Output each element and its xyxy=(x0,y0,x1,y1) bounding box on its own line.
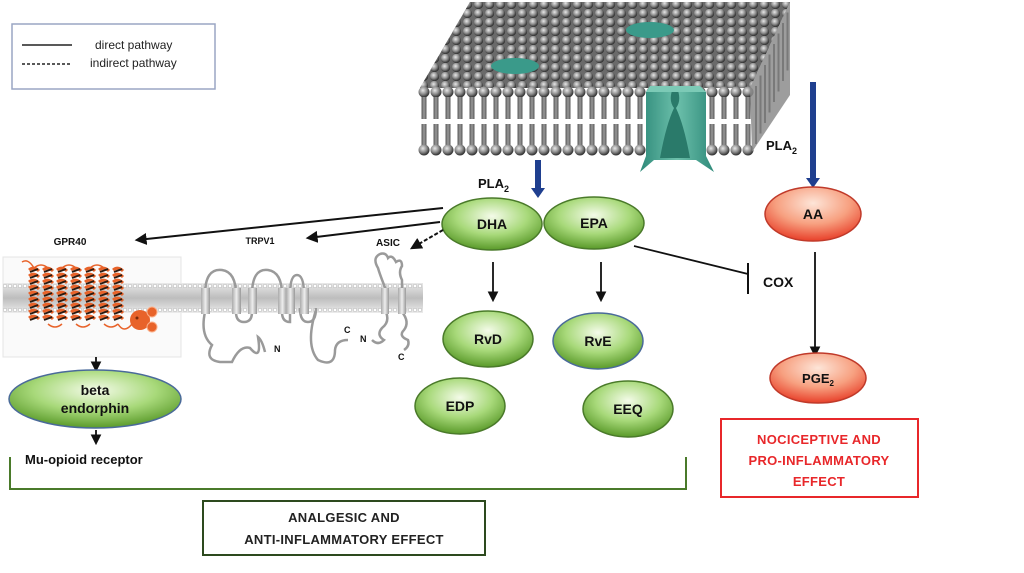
analgesic-bracket xyxy=(9,457,687,490)
aa-label: AA xyxy=(803,206,823,222)
rvd-label: RvD xyxy=(474,331,502,347)
rve-label: RvE xyxy=(584,333,611,349)
trpv1-n-terminal: N xyxy=(274,344,281,354)
gpr40-receptor-icon xyxy=(21,260,133,330)
ion-channel-icon xyxy=(640,86,714,172)
node-eeq: EEQ xyxy=(582,380,674,438)
mu-opioid-receptor-label: Mu-opioid receptor xyxy=(25,452,143,467)
asic-helix-1 xyxy=(381,288,389,314)
membrane-protein-2 xyxy=(626,22,674,38)
receptor-membrane-panel: N C N C xyxy=(2,252,423,364)
trpv1-helix xyxy=(248,288,257,314)
gpr40-label: GPR40 xyxy=(54,237,87,248)
trpv1-helix xyxy=(300,288,309,314)
beta-endorphin-line1: beta xyxy=(81,382,110,398)
eeq-label: EEQ xyxy=(613,401,643,417)
asic-c-terminal: C xyxy=(398,352,405,362)
trpv1-channel-icon xyxy=(202,268,349,364)
pla2-arrow-right xyxy=(806,82,820,188)
pla2-label-right: PLA2 xyxy=(766,138,797,156)
membrane-protein-1 xyxy=(491,58,539,74)
epa-label: EPA xyxy=(580,215,608,231)
inhibition-epa-cox xyxy=(633,245,749,275)
analgesic-line2: ANTI-INFLAMMATORY EFFECT xyxy=(244,532,444,547)
legend-direct-label: direct pathway xyxy=(95,38,172,52)
dha-label: DHA xyxy=(477,216,507,232)
nociceptive-effect-box: NOCICEPTIVE AND PRO-INFLAMMATORY EFFECT xyxy=(720,418,919,498)
trpv1-helix xyxy=(201,288,210,314)
arrow-dha-trpv1 xyxy=(305,221,441,243)
legend-indirect-label: indirect pathway xyxy=(90,56,177,70)
arrow-dha-asic-indirect xyxy=(409,229,444,250)
analgesic-line1: ANALGESIC AND xyxy=(288,510,400,525)
cell-membrane xyxy=(418,2,790,172)
cox-label: COX xyxy=(763,274,794,290)
node-dha: DHA xyxy=(441,197,543,251)
trpv1-helix xyxy=(232,288,241,314)
asic-helix-2 xyxy=(398,288,406,314)
edp-label: EDP xyxy=(446,398,475,414)
pla2-label-left: PLA2 xyxy=(478,176,509,194)
g-protein-icon xyxy=(130,306,158,333)
node-aa: AA xyxy=(764,186,862,242)
node-epa: EPA xyxy=(543,196,645,250)
nociceptive-line2: PRO-INFLAMMATORY xyxy=(748,453,889,468)
nociceptive-line3: EFFECT xyxy=(793,474,845,489)
node-beta-endorphin: beta endorphin xyxy=(8,369,182,429)
node-rvd: RvD xyxy=(442,310,534,368)
legend: direct pathway indirect pathway xyxy=(11,23,216,90)
pla2-arrow-left xyxy=(531,160,545,198)
trpv1-label: TRPV1 xyxy=(245,236,274,246)
asic-label: ASIC xyxy=(376,238,400,249)
node-pge2: PGE2 xyxy=(769,352,867,404)
trpv1-helix xyxy=(278,288,287,314)
beta-endorphin-line2: endorphin xyxy=(61,400,129,416)
nociceptive-line1: NOCICEPTIVE AND xyxy=(757,432,881,447)
legend-box xyxy=(11,23,216,90)
node-edp: EDP xyxy=(414,377,506,435)
trpv1-helix xyxy=(286,288,295,314)
pge2-label: PGE2 xyxy=(802,371,834,388)
node-rve: RvE xyxy=(552,312,644,370)
arrow-dha-gpr40 xyxy=(134,207,444,245)
analgesic-effect-box: ANALGESIC AND ANTI-INFLAMMATORY EFFECT xyxy=(202,500,486,556)
asic-n-terminal: N xyxy=(360,334,367,344)
asic-channel-icon xyxy=(371,252,410,352)
trpv1-c-terminal: C xyxy=(344,325,351,335)
